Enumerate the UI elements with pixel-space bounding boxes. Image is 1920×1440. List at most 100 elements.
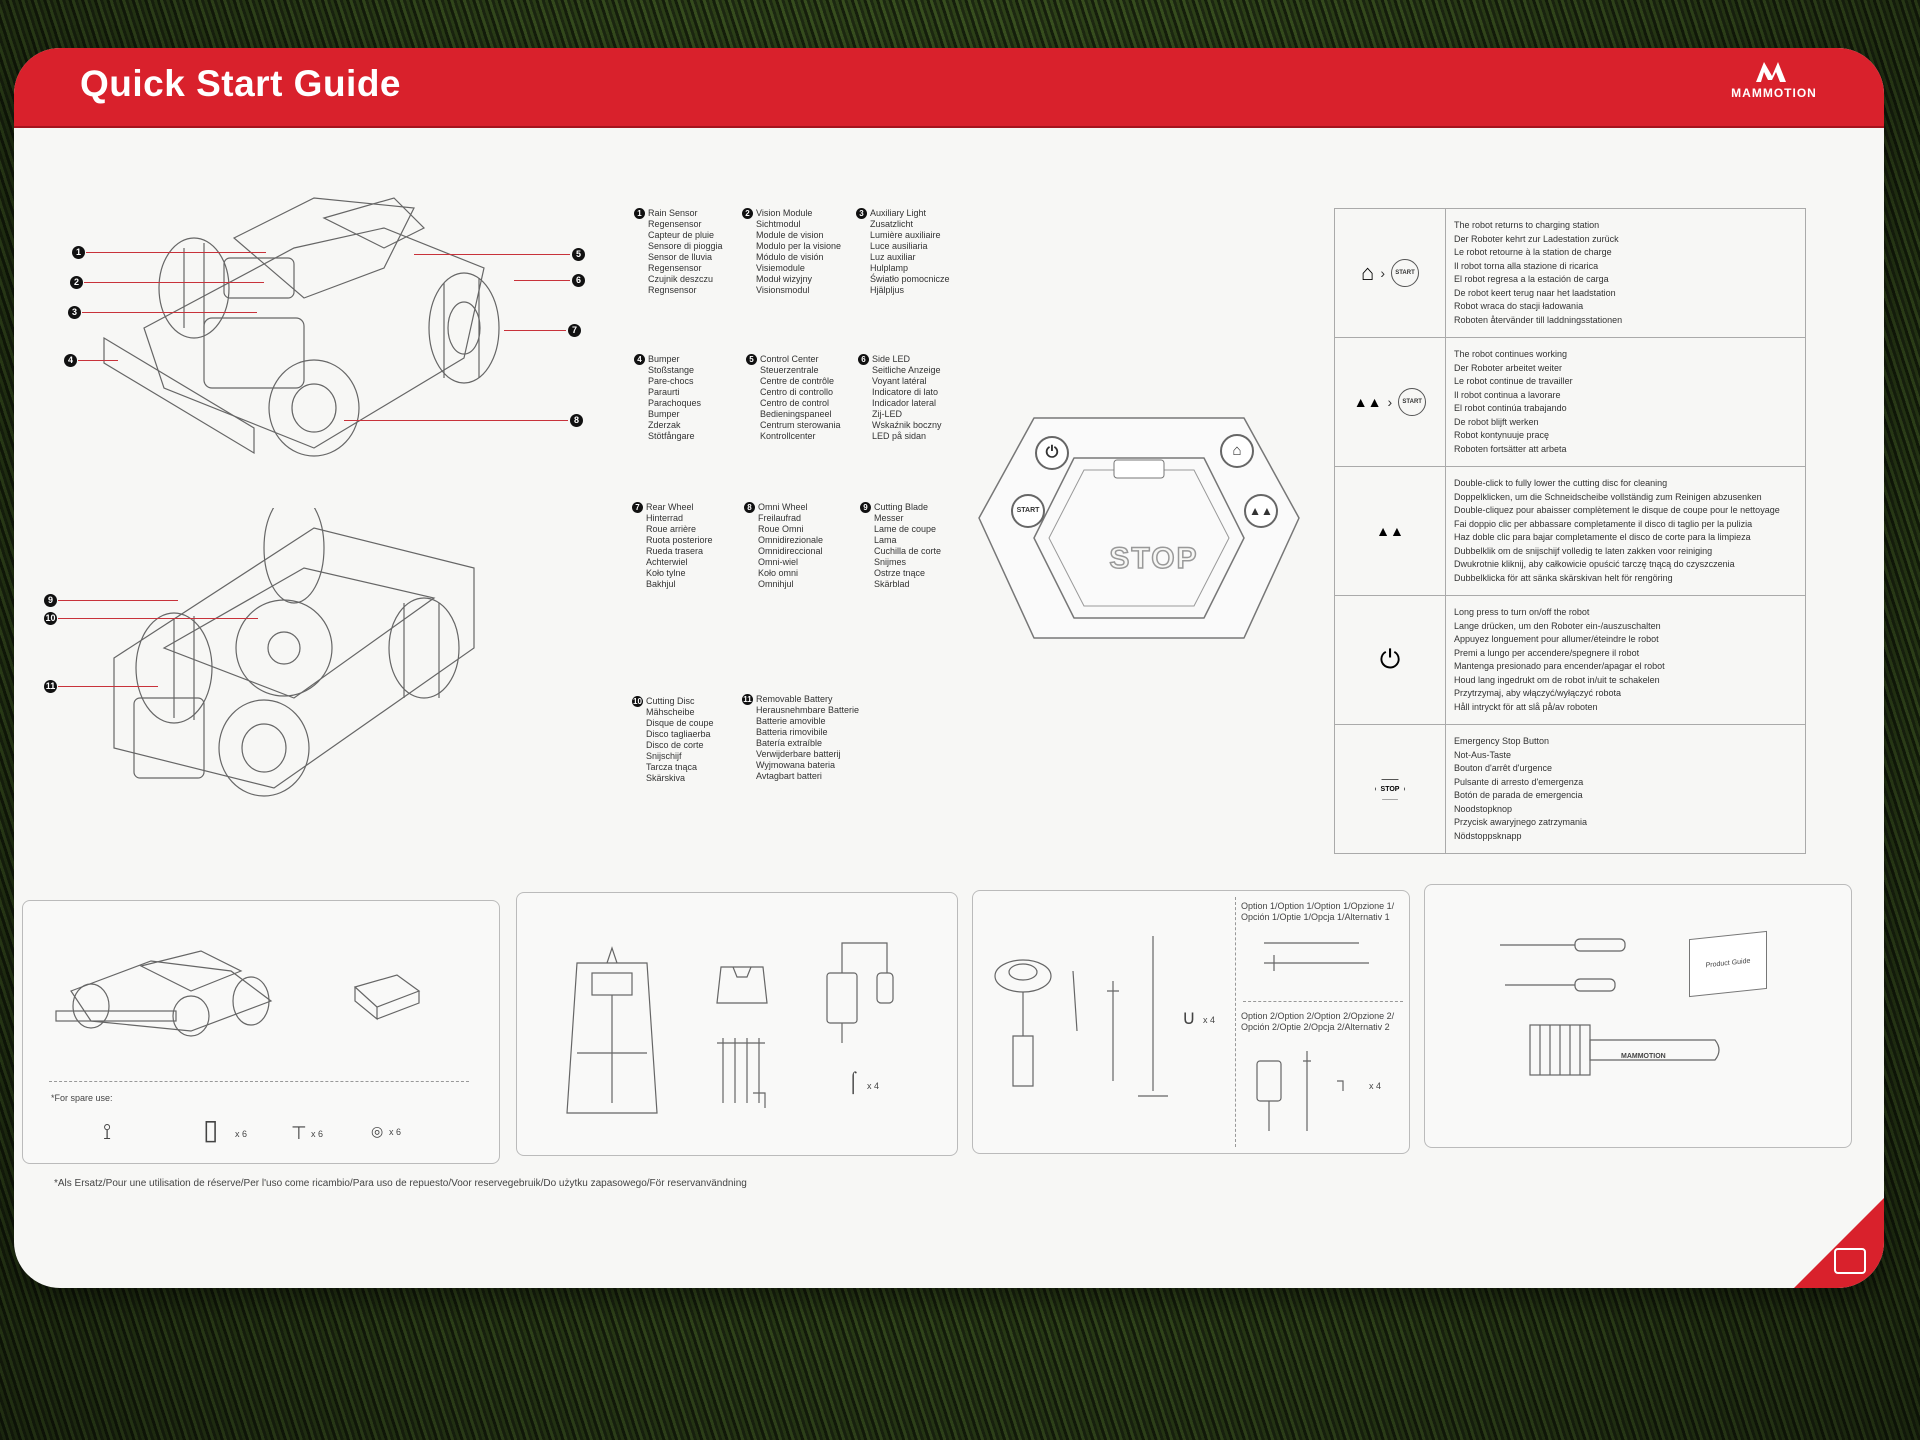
start-icon: START [1398,388,1427,416]
leader-2 [84,282,264,283]
stop-icon: STOP [1374,778,1406,800]
qty-screws: x 4 [1369,1081,1382,1091]
brush-brand-label: MAMMOTION [1621,1053,1666,1060]
panel-stop-button[interactable]: STOP [1109,541,1199,576]
control-panel-illustration [974,408,1304,648]
spare-part-hook-icon: ⟟ [103,1119,112,1144]
vision-module-illustration [353,974,421,1021]
spare-use-footnote: *Als Ersatz/Pour une utilisation de rése… [54,1178,747,1189]
leader-3 [82,312,257,313]
brand-name: MAMMOTION [1731,86,1817,100]
quick-start-sheet: Quick Start Guide MAMMOTION [14,48,1884,1288]
panel-start-button[interactable]: START [1011,494,1045,528]
option-1-tools-illustration [1264,942,1369,971]
divider-dashed [1243,1001,1403,1002]
mower-bottom-illustration [74,492,494,808]
callout-6: 6 [572,274,585,287]
leader-5 [414,254,570,255]
callout-5: 5 [572,248,585,261]
power-icon: ⏻ [1045,444,1059,461]
instruction-row-mow-double-click: ▲▲ Double-click to fully lower the cutti… [1335,467,1805,596]
callout-7: 7 [568,324,581,337]
package-box-tools: Product Guide MAMMOTION [1424,884,1852,1148]
callout-9: 9 [44,594,57,607]
qty-plate: x 6 [235,1129,248,1139]
leader-4 [78,360,118,361]
callout-11: 11 [44,680,57,693]
qty-pegs: x 4 [867,1081,880,1091]
panel-home-button[interactable]: ⌂ [1220,434,1254,468]
leader-6 [514,280,570,281]
peg-icon: ⌠ [847,1071,860,1093]
option-2-adapter-illustration [1256,1051,1344,1131]
home-icon: ⌂ [1232,442,1242,459]
power-adapter-illustration [826,942,894,1043]
mow-icon: ▲▲ [1376,523,1404,539]
cleaning-brush-illustration [1529,1024,1720,1076]
leader-1 [86,252,266,253]
instruction-row-home: ⌂ › START The robot returns to charging … [1335,209,1805,338]
divider-dashed [49,1081,469,1082]
panel-power-button[interactable]: ⏻ [1035,436,1069,470]
mower-top-illustration [84,158,514,458]
mow-icon: ▲▲ [1249,504,1273,518]
charging-base-illustration [566,946,658,1114]
rtk-antenna-illustration [994,959,1052,1087]
chevron-right-icon: › [1380,265,1385,281]
spare-use-label: *For spare use: [51,1093,113,1103]
page-title: Quick Start Guide [80,63,402,104]
spare-part-washer-icon: ◎ [371,1123,384,1139]
screwdrivers-illustration [1500,938,1626,992]
button-instructions-table: ⌂ › START The robot returns to charging … [1334,208,1806,854]
page-corner-icon [1834,1248,1866,1274]
mower-illustration [55,950,273,1037]
header-bar: Quick Start Guide MAMMOTION [14,48,1884,128]
charging-dock-illustration [716,966,768,1004]
package-box-rtk: ᑌ x 4 Option 1/Option 1/Option 1/Opzione… [972,890,1410,1154]
power-icon: ⏻ [1379,644,1401,674]
start-icon: START [1390,259,1419,287]
qty-clips: x 4 [1203,1015,1216,1025]
leader-7 [504,330,566,331]
leader-8 [344,420,568,421]
home-icon: ⌂ [1361,260,1375,285]
package-box-charging-station: ⌠ x 4 [516,892,958,1156]
clip-icon: ᑌ [1183,1011,1195,1028]
panel-mow-button[interactable]: ▲▲ [1244,494,1278,528]
brand-mark-icon [1756,62,1786,82]
leader-9 [58,600,178,601]
qty-screw: x 6 [311,1129,324,1139]
qty-washer: x 6 [389,1127,402,1137]
product-guide-booklet: Product Guide [1689,930,1767,998]
callout-4: 4 [64,354,77,367]
option-1-label: Option 1/Option 1/Option 1/Opzione 1/Opc… [1241,901,1395,922]
callout-2: 2 [70,276,83,289]
callout-10: 10 [44,612,57,625]
leader-10 [58,618,258,619]
divider-vertical-dashed [1235,897,1236,1147]
chevron-right-icon: › [1387,394,1393,410]
spare-part-screw-icon: ⊤ [291,1123,307,1143]
callout-8: 8 [570,414,583,427]
callout-3: 3 [68,306,81,319]
callout-1: 1 [72,246,85,259]
corner-fold-tab [1794,1198,1884,1288]
mounting-pole-illustration [1072,936,1168,1097]
option-2-label: Option 2/Option 2/Option 2/Opzione 2/Opc… [1241,1011,1395,1032]
mammotion-logo: MAMMOTION [1714,58,1834,114]
mow-icon: ▲▲ [1353,394,1382,410]
spare-part-plate-icon: ▯ [203,1114,219,1145]
